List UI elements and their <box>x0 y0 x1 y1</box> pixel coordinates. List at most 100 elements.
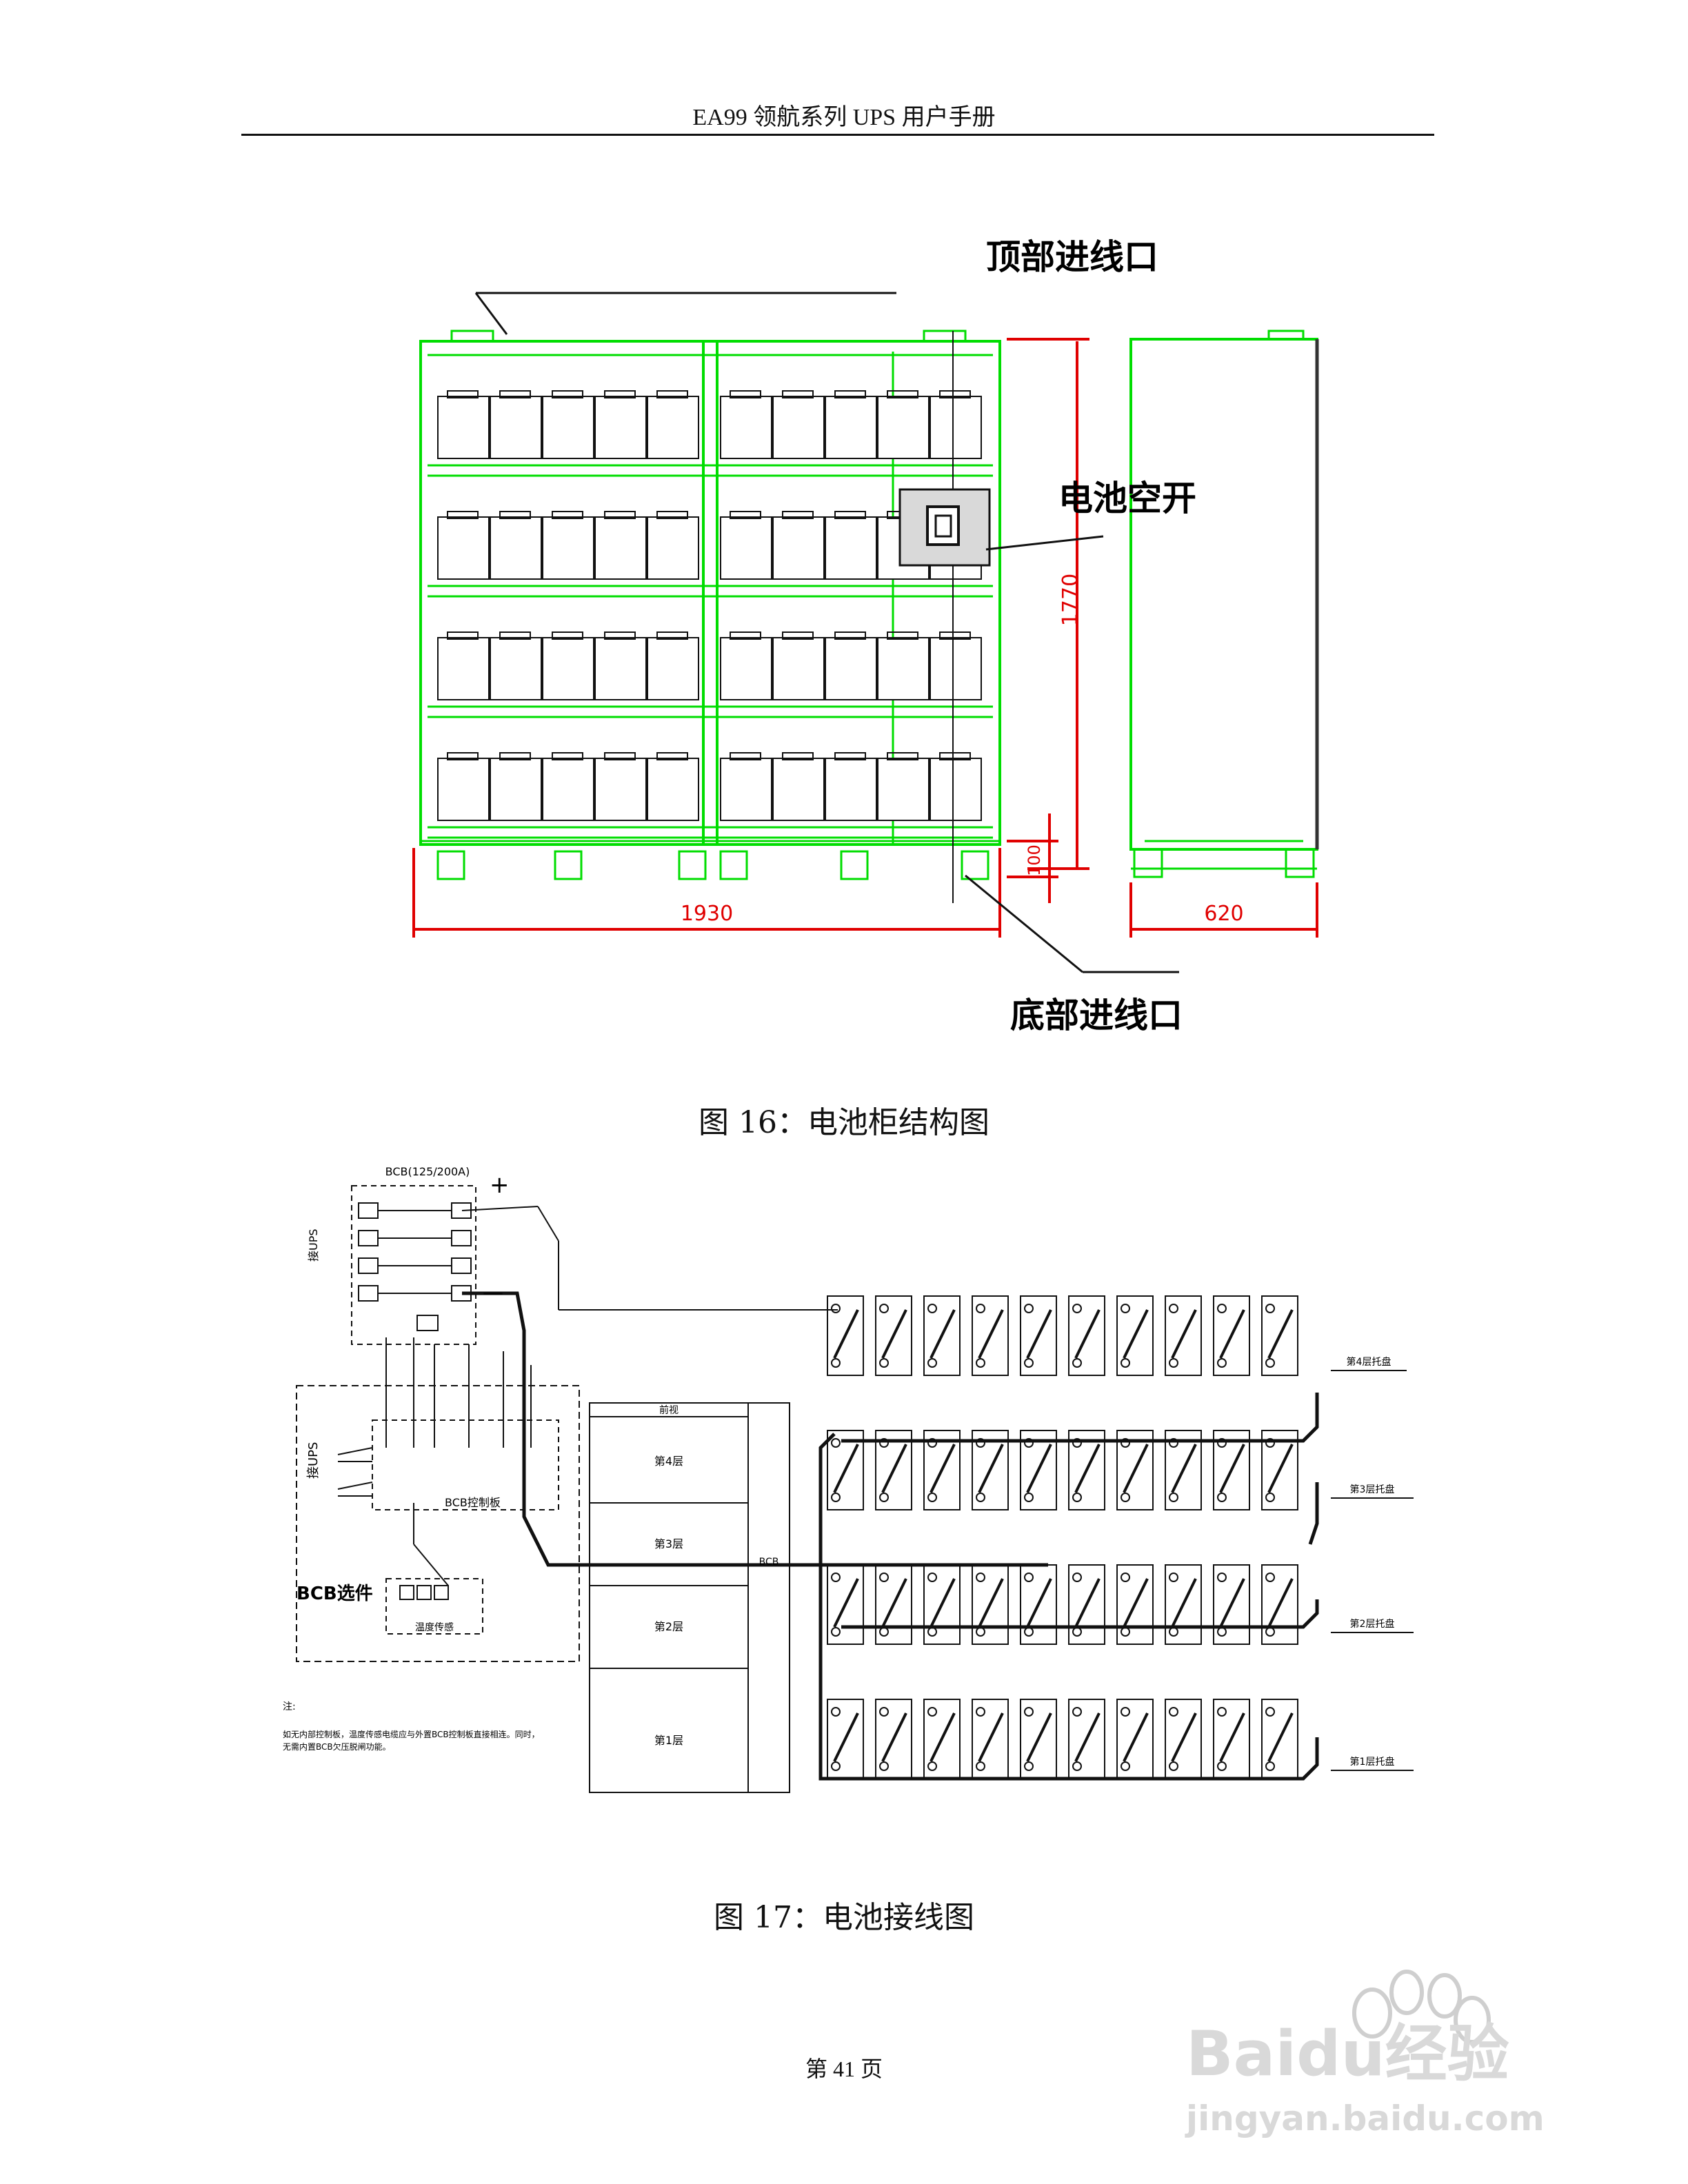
battery-cell <box>827 1699 864 1779</box>
layer-4: 第4层 <box>654 1455 683 1468</box>
cabinet-outer-frame <box>419 340 1001 846</box>
battery-cell <box>875 1295 912 1376</box>
battery-block <box>437 396 490 459</box>
battery-block <box>542 396 594 459</box>
front-view-rack <box>589 1402 790 1793</box>
battery-block <box>772 516 825 580</box>
battery-block <box>825 758 877 821</box>
leader-lines <box>474 292 1179 973</box>
battery-cell <box>827 1295 864 1376</box>
plus-sign: + <box>490 1171 510 1199</box>
battery-block <box>647 758 699 821</box>
front-view-label: 前视 <box>659 1404 679 1416</box>
label-top-inlet: 顶部进线口 <box>986 237 1158 277</box>
watermark-url: jingyan.baidu.com <box>1185 2099 1545 2138</box>
battery-wiring-figure: BCB(125/200A) + — 接UPS 接UPS BCB控制板 BCB选件… <box>283 1165 1414 1793</box>
battery-block <box>437 516 490 580</box>
battery-cell <box>875 1699 912 1779</box>
battery-block <box>930 396 982 459</box>
bcb-to-tray-cables <box>462 1291 1319 1781</box>
battery-block <box>490 637 542 700</box>
dim-base: 100 <box>1025 845 1044 876</box>
minus-sign: — <box>483 1281 503 1305</box>
dim-depth: 620 <box>1204 902 1243 926</box>
note-line-1: 如无内部控制板，温度传感电缆应与外置BCB控制板直接相连。同时， <box>283 1729 540 1739</box>
baidu-watermark: Baidu经验 jingyan.baidu.com <box>1185 1970 1545 2138</box>
tray-label-1: 第1层托盘 <box>1350 1756 1395 1768</box>
battery-cell <box>972 1564 1009 1645</box>
battery-cell <box>1261 1295 1298 1376</box>
battery-block <box>542 758 594 821</box>
bcb-breaker <box>351 1185 838 1345</box>
battery-block <box>437 758 490 821</box>
battery-cell <box>1068 1430 1105 1510</box>
bcb-board-label: BCB控制板 <box>445 1496 501 1509</box>
battery-block <box>930 637 982 700</box>
label-breaker: 电池空开 <box>1058 478 1196 518</box>
battery-cell <box>972 1295 1009 1376</box>
tray-label-4: 第4层托盘 <box>1347 1356 1391 1368</box>
battery-block <box>720 758 772 821</box>
breaker-box <box>898 488 991 567</box>
battery-block <box>772 396 825 459</box>
bcb-title: BCB(125/200A) <box>385 1165 470 1178</box>
battery-cell <box>1165 1564 1202 1645</box>
note-line-2: 无需内置BCB欠压脱闸功能。 <box>283 1741 391 1752</box>
battery-block <box>825 396 877 459</box>
battery-cell <box>827 1430 864 1510</box>
battery-cell <box>1213 1564 1250 1645</box>
fig17-caption: 图 17：电池接线图 <box>714 1900 974 1935</box>
battery-block <box>647 637 699 700</box>
battery-block <box>720 516 772 580</box>
battery-block <box>720 637 772 700</box>
fig16-caption: 图 16：电池柜结构图 <box>699 1105 989 1140</box>
battery-cell <box>923 1699 961 1779</box>
battery-cell <box>875 1564 912 1645</box>
dimension-lines <box>412 338 1318 938</box>
battery-cell <box>923 1295 961 1376</box>
battery-block <box>490 758 542 821</box>
header-title: EA99 领航系列 UPS 用户手册 <box>692 105 996 130</box>
battery-block <box>594 637 647 700</box>
battery-cell <box>1116 1430 1154 1510</box>
ups-label-top: 接UPS <box>307 1228 320 1262</box>
battery-cell <box>1165 1295 1202 1376</box>
battery-cell <box>1020 1564 1057 1645</box>
battery-block <box>825 516 877 580</box>
battery-cell <box>1213 1699 1250 1779</box>
battery-block <box>490 516 542 580</box>
battery-cell <box>1116 1699 1154 1779</box>
battery-cell <box>1020 1699 1057 1779</box>
battery-cell <box>1165 1699 1202 1779</box>
cabinet-front-view <box>419 330 1001 903</box>
tray-label-2: 第2层托盘 <box>1350 1618 1395 1630</box>
battery-block <box>594 396 647 459</box>
battery-block <box>594 516 647 580</box>
battery-cell <box>1213 1430 1250 1510</box>
battery-cell <box>1068 1295 1105 1376</box>
battery-cell <box>1020 1430 1057 1510</box>
battery-block <box>877 396 930 459</box>
battery-cell <box>1261 1699 1298 1779</box>
battery-cell <box>1165 1430 1202 1510</box>
battery-block <box>930 758 982 821</box>
battery-cell <box>875 1430 912 1510</box>
ups-label-board: 接UPS <box>306 1442 321 1479</box>
watermark-text: Baidu经验 <box>1186 2018 1509 2090</box>
bcb-option-label: BCB选件 <box>297 1584 373 1604</box>
battery-block <box>647 396 699 459</box>
battery-block <box>772 637 825 700</box>
battery-cell <box>972 1430 1009 1510</box>
battery-cell <box>1068 1564 1105 1645</box>
temp-sensor-label: 温度传感 <box>415 1621 454 1633</box>
battery-cell <box>1261 1430 1298 1510</box>
tray-label-3: 第3层托盘 <box>1350 1484 1395 1495</box>
battery-cell <box>1261 1564 1298 1645</box>
battery-cell <box>1068 1699 1105 1779</box>
layer-2: 第2层 <box>654 1620 683 1633</box>
battery-cell <box>1116 1564 1154 1645</box>
battery-block <box>720 396 772 459</box>
battery-cabinet-figure: 1770 100 1930 620 顶部进线口 电池空开 底部进线口 <box>412 237 1319 1035</box>
layer-1: 第1层 <box>654 1734 683 1747</box>
battery-cell <box>923 1430 961 1510</box>
